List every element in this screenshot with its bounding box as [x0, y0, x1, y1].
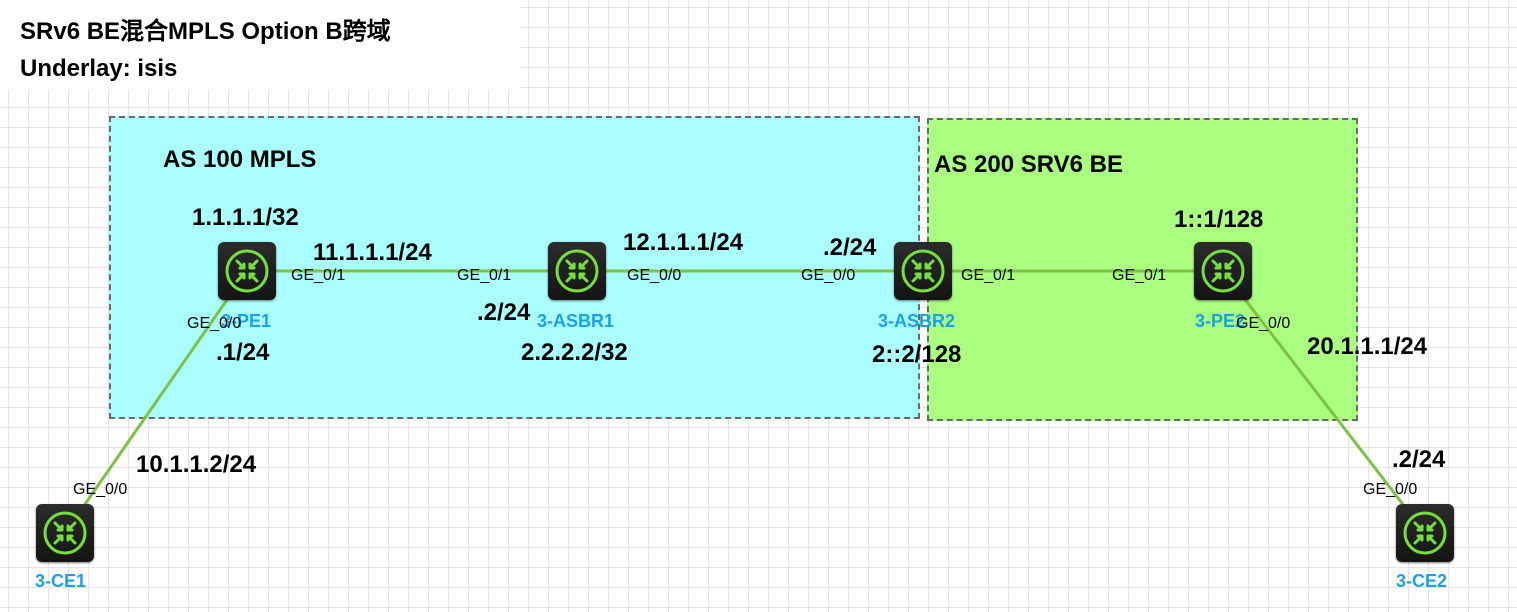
port-label-pe1-ge01: GE_0/1	[291, 267, 346, 284]
router-icon[interactable]	[218, 242, 276, 300]
router-icon[interactable]	[894, 242, 952, 300]
addr-pe1-asbr1-net: 11.1.1.1/24	[313, 239, 432, 266]
router-icon[interactable]	[1194, 242, 1252, 300]
device-name-ce2[interactable]: 3-CE2	[1396, 571, 1448, 591]
router-icon[interactable]	[1396, 504, 1454, 562]
device-name-asbr2[interactable]: 3-ASBR2	[878, 311, 956, 331]
port-label-pe2-ge01: GE_0/1	[1112, 267, 1167, 284]
port-label-asbr1-ge00: GE_0/0	[627, 267, 682, 284]
underlay-label: Underlay: isis	[20, 55, 178, 82]
router-icon[interactable]	[548, 242, 606, 300]
addr-ce2-local: .2/24	[1392, 446, 1446, 473]
link-pe2-ce2	[1221, 270, 1427, 534]
port-label-asbr2-ge01: GE_0/1	[961, 267, 1016, 284]
port-label-pe2-ge00: GE_0/0	[1236, 315, 1291, 332]
device-name-pe1[interactable]: 3-PE1	[221, 311, 272, 331]
port-label-ce2-ge00: GE_0/0	[1363, 481, 1418, 498]
port-label-ce1-ge00: GE_0/0	[73, 481, 128, 498]
device-name-asbr1[interactable]: 3-ASBR1	[537, 311, 615, 331]
port-label-pe1-ge00: GE_0/0	[187, 315, 242, 332]
link-pe1-ce1	[63, 270, 249, 534]
addr-pe2-ce2-net: 20.1.1.1/24	[1307, 333, 1428, 360]
addr-ce1-net: 10.1.1.2/24	[136, 451, 257, 478]
device-name-ce1[interactable]: 3-CE1	[35, 571, 87, 591]
diagram-title: SRv6 BE混合MPLS Option B跨域	[20, 18, 391, 45]
addr-asbr1-loopback: 2.2.2.2/32	[521, 339, 628, 366]
router-icon[interactable]	[36, 504, 94, 562]
addr-asbr2-loopback: 2::2/128	[872, 341, 962, 368]
device-name-pe2[interactable]: 3-PE2	[1195, 311, 1246, 331]
addr-pe2-loopback: 1::1/128	[1174, 206, 1264, 233]
addr-pe1-loopback: 1.1.1.1/32	[192, 204, 299, 231]
addr-pe1-ce1-local: .1/24	[216, 339, 270, 366]
as200-label: AS 200 SRV6 BE	[934, 151, 1123, 178]
as100-label: AS 100 MPLS	[163, 146, 317, 173]
addr-asbr2-local: .2/24	[823, 234, 877, 261]
title-area: SRv6 BE混合MPLS Option B跨域 Underlay: isis	[0, 0, 520, 90]
addr-asbr1-asbr2-net: 12.1.1.1/24	[623, 229, 744, 256]
addr-asbr1-local: .2/24	[477, 299, 531, 326]
port-label-asbr1-ge01: GE_0/1	[457, 267, 512, 284]
port-label-asbr2-ge00: GE_0/0	[801, 267, 856, 284]
